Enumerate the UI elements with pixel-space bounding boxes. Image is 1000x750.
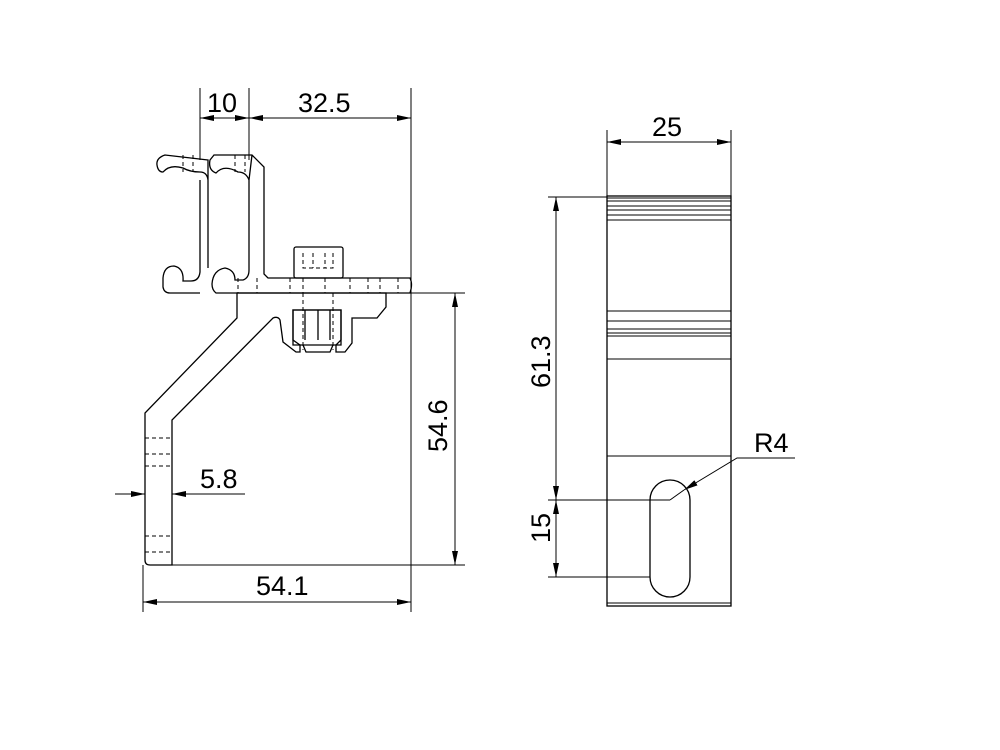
bracket-body — [144, 292, 387, 566]
bolt-head — [293, 246, 344, 279]
front-extension-lines — [548, 130, 732, 578]
rail-channel-right — [208, 154, 413, 294]
dim-label-r4: R4 — [754, 428, 789, 458]
dim-label-54-6: 54.6 — [423, 399, 453, 452]
extension-lines — [142, 88, 465, 612]
bolt-socket-hidden — [302, 253, 334, 269]
front-groove-lines — [607, 197, 731, 604]
dim-label-54-1: 54.1 — [256, 571, 309, 601]
dim-label-10: 10 — [207, 88, 237, 118]
dim-label-61-3: 61.3 — [526, 335, 556, 388]
radius-leader-tail — [669, 489, 685, 501]
radius-leader — [683, 457, 795, 491]
side-view: 10 32.5 54.6 5.8 54.1 — [115, 88, 465, 612]
bracket-hidden-lines — [145, 437, 172, 553]
mounting-slot — [649, 479, 691, 598]
bolt-shank-hidden — [302, 293, 334, 350]
dim-label-32-5: 32.5 — [298, 88, 351, 118]
front-view: 25 61.3 15 R4 — [526, 112, 795, 607]
dim-label-5-8: 5.8 — [200, 464, 238, 494]
dim-label-25: 25 — [652, 112, 682, 142]
dim-label-15: 15 — [526, 513, 556, 543]
front-body — [606, 195, 732, 607]
rail-hidden-lines — [182, 155, 399, 293]
rail-channel-left — [156, 154, 209, 294]
